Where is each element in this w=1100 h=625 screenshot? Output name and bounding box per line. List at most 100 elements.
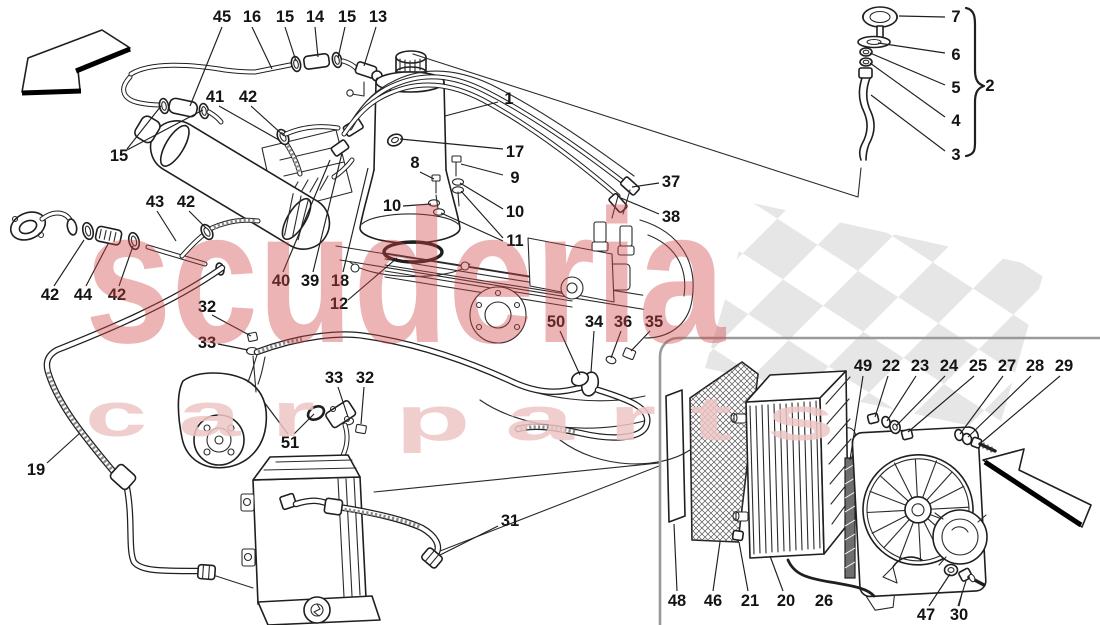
leader-line-47	[928, 573, 951, 607]
part-number-label-5: 5	[951, 79, 960, 97]
part-number-label-42: 42	[41, 286, 59, 304]
tagline-watermark-right: p a r t s	[395, 385, 835, 454]
tagline-watermark-left: c a r	[85, 381, 315, 450]
part-number-label-31: 31	[501, 512, 519, 530]
leader-line-24	[895, 375, 946, 427]
part-number-label-41: 41	[206, 88, 224, 106]
brace-2	[964, 6, 986, 158]
leader-line-17	[399, 138, 504, 150]
part-number-label-43: 43	[146, 193, 164, 211]
part-number-label-33: 33	[198, 334, 216, 352]
leader-line-32	[211, 314, 252, 337]
detail-box	[658, 336, 1100, 625]
washer-47	[943, 563, 959, 577]
leader-line-25	[907, 375, 975, 433]
part-number-label-10: 10	[383, 197, 401, 215]
oil-cooler	[240, 454, 381, 625]
leader-line-28	[967, 375, 1032, 438]
leader-line-20	[769, 555, 784, 592]
part-number-label-26: 26	[815, 592, 833, 610]
hose-16-assembly	[128, 51, 391, 97]
leader-line-11	[460, 190, 504, 239]
part-number-label-15: 15	[276, 8, 294, 26]
hose19-connection-line	[215, 575, 254, 589]
engine-sensors	[591, 221, 635, 256]
part-number-label-19: 19	[27, 461, 45, 479]
part-number-label-45: 45	[213, 8, 231, 26]
part-number-label-27: 27	[998, 357, 1016, 375]
direction-arrow-top-left	[21, 29, 131, 96]
part-number-label-21: 21	[741, 592, 759, 610]
bolt-30	[958, 567, 986, 587]
part-number-label-24: 24	[940, 357, 959, 375]
foam-panel-48	[665, 389, 686, 523]
part-number-label-23: 23	[911, 357, 929, 375]
part-number-label-11: 11	[506, 232, 523, 250]
oil-hose-bundle	[341, 70, 641, 219]
oil-tank	[330, 50, 471, 278]
coolant-elbow-and-y-pipe	[9, 210, 261, 276]
leader-line-43	[156, 210, 177, 242]
leader-line-12	[347, 257, 398, 301]
part-number-label-16: 16	[243, 8, 261, 26]
part-number-label-12: 12	[330, 295, 348, 313]
hose-31	[279, 462, 660, 569]
hose-19	[43, 264, 254, 589]
part-number-label-32: 32	[198, 298, 216, 316]
part-number-label-3: 3	[951, 146, 960, 164]
part-number-label-48: 48	[668, 592, 686, 610]
leader-line-30	[957, 580, 967, 607]
leader-line-16	[251, 26, 273, 70]
part-number-label-39: 39	[301, 272, 319, 290]
part-number-label-7: 7	[951, 8, 960, 26]
direction-arrow-bottom-right	[982, 448, 1092, 528]
part-number-label-8: 8	[410, 154, 419, 172]
leader-line-6	[877, 42, 946, 54]
gasket-12	[382, 240, 444, 264]
part-number-label-34: 34	[585, 313, 604, 331]
leader-line-42	[188, 210, 207, 229]
part-number-label-15: 15	[338, 8, 356, 26]
leader-line-32	[360, 386, 365, 425]
watermark: scuderia c a r p a r t s	[85, 171, 835, 454]
leader-line-9	[460, 163, 504, 176]
part-number-label-22: 22	[882, 357, 900, 375]
leader-line-5	[869, 52, 946, 86]
radiator-fan-assembly	[665, 361, 997, 611]
part-number-label-44: 44	[74, 286, 93, 304]
leader-line-15	[337, 26, 346, 59]
leader-line-15	[126, 105, 162, 150]
part-number-label-42: 42	[108, 286, 126, 304]
hose-45-assembly	[121, 74, 224, 125]
leader-line-15	[284, 26, 297, 62]
part-number-label-30: 30	[950, 606, 968, 624]
part-number-label-4: 4	[951, 112, 961, 130]
part-number-label-40: 40	[272, 272, 290, 290]
part-number-label-14: 14	[306, 8, 325, 26]
leader-line-46	[712, 541, 721, 592]
part-number-label-50: 50	[547, 313, 565, 331]
electric-fan	[866, 458, 970, 562]
part-number-label-33: 33	[325, 369, 343, 387]
part-number-label-13: 13	[369, 8, 387, 26]
leader-line-37	[631, 182, 660, 188]
leader-line-39	[312, 152, 343, 273]
part-number-label-51: 51	[281, 434, 299, 452]
leader-line-29	[981, 375, 1061, 443]
part-number-label-6: 6	[951, 46, 960, 64]
mesh-screen-46-hatch	[690, 362, 758, 542]
leader-line-31	[439, 525, 499, 556]
part-number-label-32: 32	[356, 369, 374, 387]
leader-line-27	[959, 375, 1004, 435]
part-number-label-37: 37	[662, 173, 680, 191]
leader-line-3	[870, 94, 946, 152]
fan-motor	[882, 509, 988, 584]
engine-block	[261, 129, 694, 465]
leader-line-34	[590, 330, 595, 373]
part-number-label-20: 20	[777, 592, 795, 610]
part-number-label-10: 10	[506, 203, 524, 221]
leader-line-10	[402, 203, 432, 207]
bracket-26	[786, 558, 876, 598]
